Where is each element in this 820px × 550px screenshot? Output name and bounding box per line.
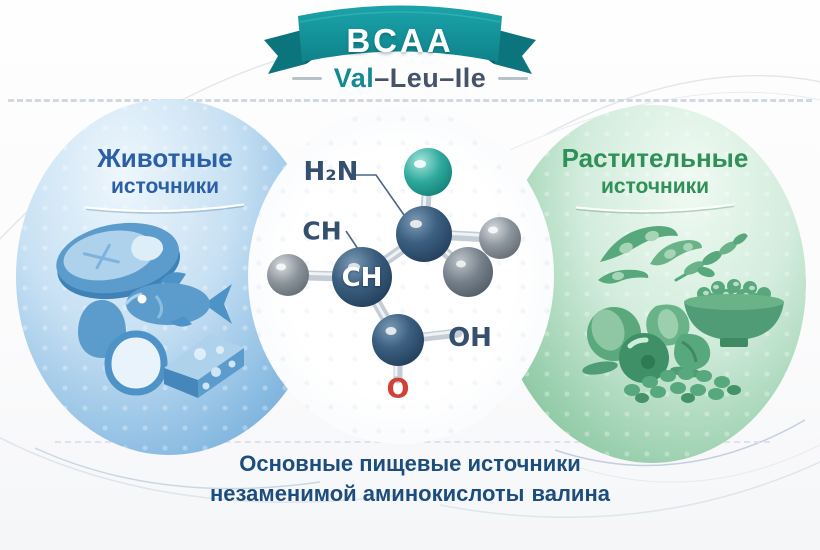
subtitle-val: Val [333, 63, 375, 93]
amino-group-label: H₂N [303, 157, 359, 187]
bean-pods-icon [598, 226, 702, 284]
oxygen-label: O [386, 373, 410, 405]
footer-line1: Основные пищевые источники [239, 451, 581, 476]
plant-heading-line1: Растительные [561, 143, 749, 173]
subtitle-leu-ile: –Leu–Ile [374, 63, 487, 93]
nitrogen-atom-ball [404, 148, 452, 196]
subtitle-row: Val–Leu–Ile [0, 63, 820, 94]
banner-title: BCAA [346, 22, 454, 59]
animal-heading-line2: источники [110, 175, 220, 198]
subtitle-text: Val–Leu–Ile [334, 63, 487, 94]
subtitle-right-line [498, 77, 529, 80]
plant-heading-line2: источники [600, 175, 710, 198]
fish-icon [124, 272, 232, 327]
beta-carbon-ball [332, 247, 392, 307]
animal-heading-line1: Животные [97, 143, 233, 173]
cheese-icon [164, 334, 244, 398]
steak-icon [56, 222, 181, 300]
footer-line2-text: незаменимой аминокислоты [210, 481, 525, 506]
plant-sources-heading: Растительные источники [545, 143, 765, 217]
ribbon-banner [264, 5, 536, 74]
leader-lines [345, 174, 405, 256]
footer-line2-bold: валина [531, 481, 610, 506]
methyl-carbon-ball [267, 254, 309, 296]
nuts-icon [582, 304, 711, 383]
specular-highlights [276, 160, 498, 335]
heading-underline-swoosh [85, 203, 245, 214]
eggs-icon [78, 300, 168, 396]
seeds-icon [624, 368, 741, 403]
methyl-carbon-ball [443, 247, 493, 297]
top-dashed-divider [8, 99, 812, 102]
hydroxyl-label: OH [448, 323, 492, 353]
methine-left-label: CH [302, 216, 342, 246]
footer-caption: Основные пищевые источники незаменимой а… [0, 451, 820, 507]
grain-bowl-icon [684, 279, 784, 347]
subtitle-left-line [291, 77, 322, 80]
methyl-carbon-ball [479, 217, 521, 259]
animal-sources-heading: Животные источники [55, 143, 275, 217]
carboxyl-carbon-ball [372, 314, 424, 366]
alpha-carbon-ball [396, 206, 452, 262]
leaf-sprig-icon [674, 233, 748, 282]
molecule-structure [267, 148, 521, 384]
heading-underline-swoosh [575, 203, 735, 214]
footer-line2: незаменимой аминокислоты валина [0, 481, 820, 507]
methine-center-label: CH [341, 263, 383, 293]
